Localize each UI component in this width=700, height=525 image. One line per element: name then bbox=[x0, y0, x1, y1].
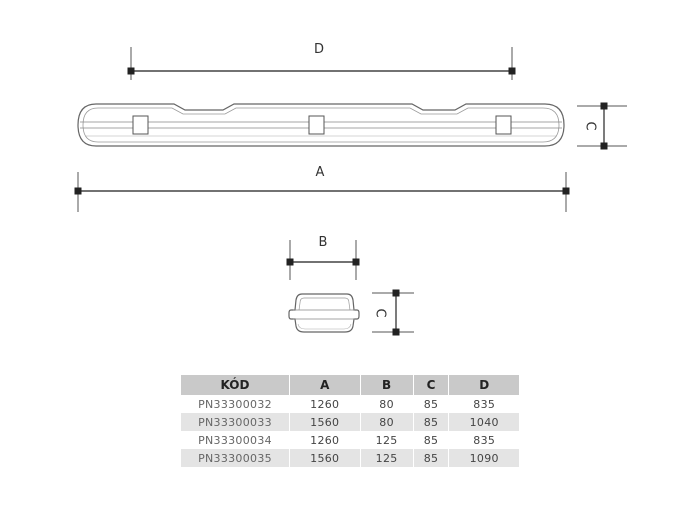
cell-c: 85 bbox=[423, 397, 439, 411]
table-row: PN33300033 1560 80 85 1040 bbox=[181, 413, 519, 431]
header-d: D bbox=[449, 375, 519, 395]
cell-c: 85 bbox=[423, 433, 439, 447]
cell-b: 80 bbox=[360, 413, 413, 431]
header-b: B bbox=[360, 375, 413, 395]
table-row: PN33300035 1560 125 85 1090 bbox=[181, 449, 519, 467]
header-kod: KÓD bbox=[181, 375, 289, 395]
cell-code: PN33300032 bbox=[198, 397, 272, 411]
clip-right bbox=[495, 115, 512, 135]
cell-a: 1260 bbox=[310, 433, 340, 447]
table-row: PN33300032 1260 80 85 835 bbox=[181, 395, 519, 413]
cell-a: 1560 bbox=[290, 449, 360, 467]
cell-a: 1560 bbox=[290, 413, 360, 431]
clip-left bbox=[132, 115, 149, 135]
label-c-side: C bbox=[583, 121, 598, 130]
label-d: D bbox=[314, 42, 324, 57]
cell-d: 1040 bbox=[449, 413, 519, 431]
cell-c: 85 bbox=[413, 413, 449, 431]
cell-code: PN33300035 bbox=[181, 449, 289, 467]
cell-b: 125 bbox=[360, 449, 413, 467]
dimension-c-side: C bbox=[577, 102, 627, 150]
cell-d: 835 bbox=[473, 433, 496, 447]
cell-d: 1090 bbox=[449, 449, 519, 467]
table-header-row: KÓD A B C D bbox=[181, 375, 519, 395]
label-b: B bbox=[319, 235, 328, 250]
header-a: A bbox=[290, 375, 360, 395]
dimension-c-front: C bbox=[372, 289, 414, 336]
cell-d: 835 bbox=[473, 397, 496, 411]
dimension-b: B bbox=[286, 235, 360, 280]
cell-c: 85 bbox=[413, 449, 449, 467]
cell-code: PN33300034 bbox=[198, 433, 272, 447]
dimension-d: D bbox=[127, 42, 516, 80]
header-c: C bbox=[413, 375, 449, 395]
cell-code: PN33300033 bbox=[181, 413, 289, 431]
dimension-a: A bbox=[74, 165, 570, 212]
luminaire-front-view bbox=[288, 293, 360, 333]
dimensions-table: KÓD A B C D PN33300032 1260 80 85 835 PN… bbox=[180, 375, 520, 467]
cell-a: 1260 bbox=[310, 397, 340, 411]
cell-b: 125 bbox=[375, 433, 398, 447]
label-a: A bbox=[316, 165, 325, 180]
clip-center bbox=[308, 115, 325, 135]
label-c-front: C bbox=[373, 308, 388, 317]
cell-b: 80 bbox=[379, 397, 394, 411]
table-row: PN33300034 1260 125 85 835 bbox=[181, 431, 519, 449]
luminaire-side-view bbox=[77, 103, 565, 147]
